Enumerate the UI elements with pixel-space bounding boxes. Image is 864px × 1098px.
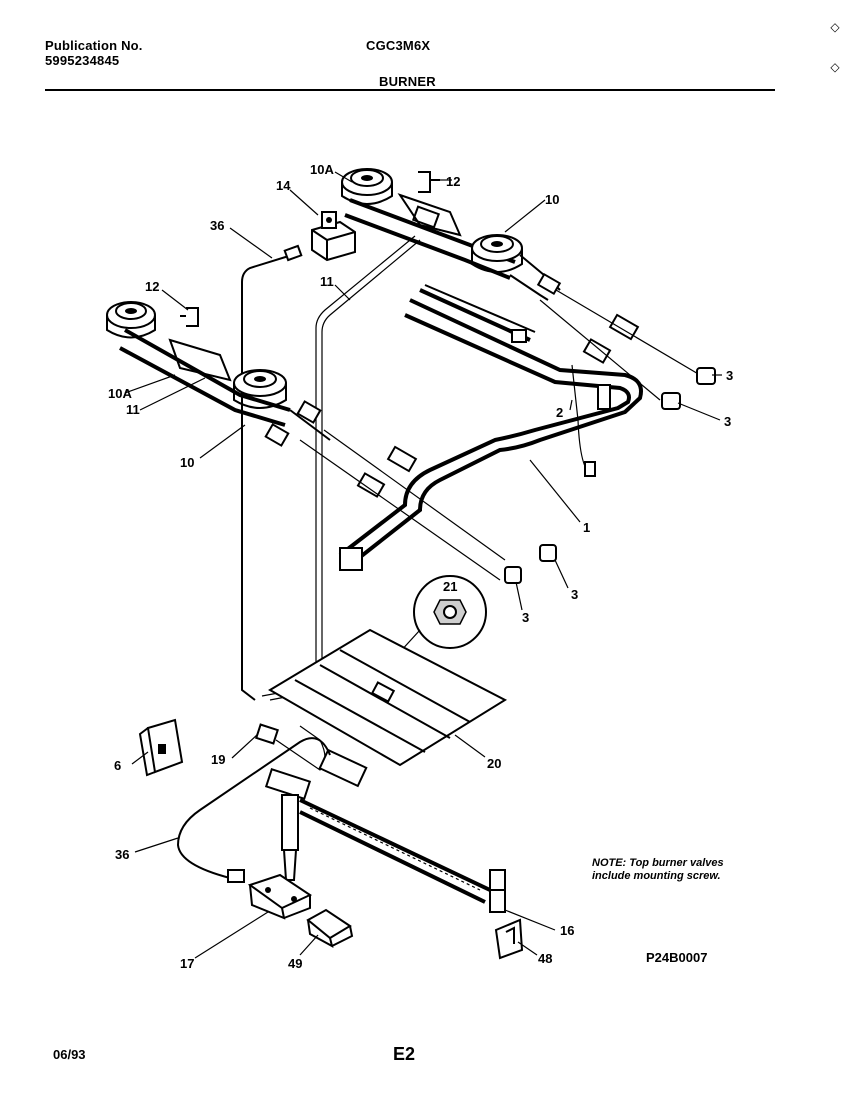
burner-assembly-left xyxy=(106,301,331,447)
clip-12-left xyxy=(180,307,199,327)
publication-number: 5995234845 xyxy=(45,53,120,68)
bracket-49 xyxy=(306,908,354,948)
label-11-left: 11 xyxy=(126,402,140,417)
valve-17 xyxy=(247,873,313,920)
label-6: 6 xyxy=(114,758,121,773)
diagram-code: P24B0007 xyxy=(646,950,708,965)
burner-assembly-rear-right xyxy=(341,168,562,301)
label-1: 1 xyxy=(583,520,590,535)
label-3-c: 3 xyxy=(571,587,578,602)
ignition-wire-11 xyxy=(261,235,421,701)
label-3-a: 3 xyxy=(726,368,733,383)
corner-mark-icon: ◇ xyxy=(830,20,840,34)
label-48: 48 xyxy=(538,951,552,966)
regulator-14 xyxy=(311,211,356,262)
label-17: 17 xyxy=(180,956,194,971)
footer-date: 06/93 xyxy=(53,1047,86,1062)
switch-6 xyxy=(138,718,184,777)
valve-note: NOTE: Top burner valves include mounting… xyxy=(592,857,724,883)
valves xyxy=(299,289,701,581)
valve-note-line1: NOTE: Top burner valves xyxy=(592,857,724,869)
gas-tube-36-bottom xyxy=(176,737,331,879)
callout-labels: 10A 12 14 36 10 11 12 10A 11 10 3 3 2 1 … xyxy=(108,162,733,971)
label-16: 16 xyxy=(560,923,574,938)
corner-mark-icon: ◇ xyxy=(830,60,840,74)
label-12-left: 12 xyxy=(145,279,159,294)
publication-label: Publication No. xyxy=(45,38,143,53)
oven-burner-tube xyxy=(264,768,491,904)
label-14: 14 xyxy=(276,178,291,193)
label-36-bottom: 36 xyxy=(115,847,129,862)
valve-note-line2: include mounting screw. xyxy=(592,870,721,882)
clip-12-top xyxy=(418,171,440,193)
label-10-top: 10 xyxy=(545,192,559,207)
header-rule xyxy=(45,89,775,91)
detail-21 xyxy=(387,575,487,666)
label-21: 21 xyxy=(443,579,457,594)
label-20: 20 xyxy=(487,756,501,771)
bracket-48 xyxy=(494,918,524,960)
label-19: 19 xyxy=(211,752,225,767)
label-3-b: 3 xyxy=(724,414,731,429)
label-49: 49 xyxy=(288,956,302,971)
page-number: E2 xyxy=(393,1044,416,1064)
leader-lines xyxy=(124,171,722,959)
label-12-top: 12 xyxy=(446,174,460,189)
manifold-1 xyxy=(338,298,643,571)
model-number: CGC3M6X xyxy=(366,38,431,53)
label-36-top: 36 xyxy=(210,218,224,233)
bracket-16 xyxy=(489,869,506,913)
label-11-top: 11 xyxy=(320,274,334,289)
label-2: 2 xyxy=(556,405,563,420)
baffle-20 xyxy=(268,628,508,767)
gas-tube-36 xyxy=(241,254,293,701)
label-10A-top: 10A xyxy=(310,162,334,177)
label-10-left: 10 xyxy=(180,455,194,470)
label-3-d: 3 xyxy=(522,610,529,625)
section-title: BURNER xyxy=(379,74,436,89)
igniter-19 xyxy=(255,723,368,788)
valve-clips-3 xyxy=(504,367,716,584)
label-10A-left: 10A xyxy=(108,386,132,401)
